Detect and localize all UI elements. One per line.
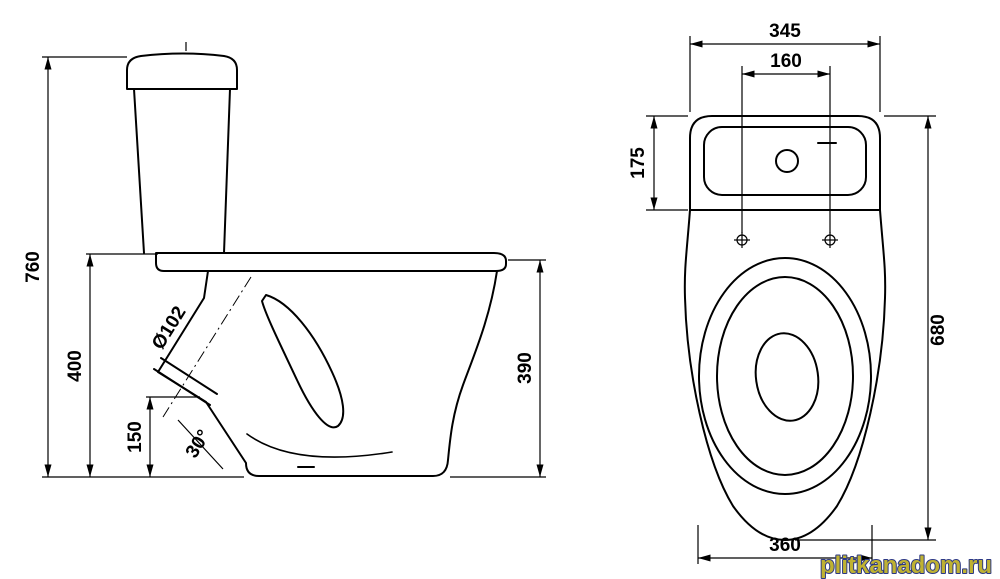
tank-lid-outline <box>126 52 238 90</box>
dim-label-outlet-height: 150 <box>125 421 146 453</box>
watermark-text: plitkanadom.ru <box>820 552 992 579</box>
dim-label-bowl-height: 390 <box>515 352 536 384</box>
trapway-curve <box>261 294 345 429</box>
dim-label-overall-depth: 680 <box>928 314 949 346</box>
dim-label-base-width: 360 <box>769 535 801 556</box>
dim-label-bolt-spacing: 160 <box>770 51 802 72</box>
base-inner-curve <box>246 433 393 458</box>
side-view: 760 400 150 390 Ø102 30° <box>23 42 546 478</box>
outlet-centerline <box>162 276 252 418</box>
tank-body-right <box>223 88 231 254</box>
dim-label-tank-width: 345 <box>769 21 801 42</box>
dim-label-rim-height: 400 <box>65 350 86 382</box>
watermark: plitkanadom.ru <box>819 551 993 579</box>
dim-label-tank-depth: 175 <box>628 147 649 179</box>
top-view: 345 160 175 680 360 <box>628 21 949 564</box>
rim-outer-ellipse <box>698 257 872 495</box>
tank-lid-inner-line <box>703 126 867 196</box>
outlet-flange-face <box>153 368 211 406</box>
bowl-top-outline <box>683 209 887 541</box>
bowl-outline <box>157 270 498 477</box>
tank-top-outline <box>689 115 881 211</box>
tank-body-left <box>133 88 145 254</box>
bowl-deck-outline <box>155 252 507 272</box>
dim-label-total-height: 760 <box>23 251 44 283</box>
rim-inner-ellipse <box>716 276 854 476</box>
water-surface-ellipse <box>754 332 820 422</box>
flush-button <box>775 149 799 173</box>
angle-reference-line <box>177 419 224 470</box>
dim-label-outlet-angle: 30° <box>182 426 215 461</box>
